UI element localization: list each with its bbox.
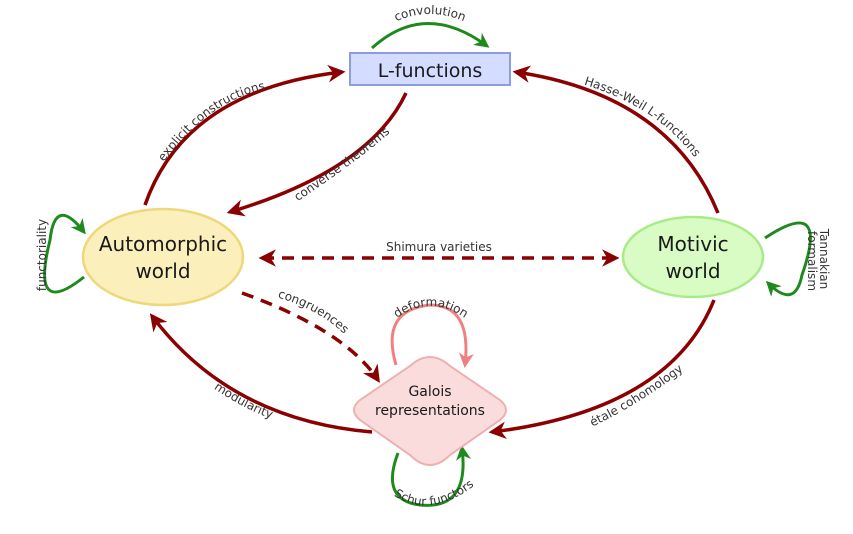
label-modularity: modularity: [212, 379, 275, 421]
node-automorphic-line2: world: [135, 259, 190, 283]
edge-modularity: [149, 313, 373, 434]
label-converse-theorems-text: converse theorems: [291, 124, 392, 204]
edge-etale-cohomology: [488, 299, 716, 439]
label-functoriality: functoriality: [35, 219, 49, 291]
label-schur-functors-text: Schur functors: [392, 477, 476, 509]
node-l-functions: L-functions: [349, 52, 511, 86]
edge-functoriality: [43, 213, 86, 294]
edge-explicit-constructions: [143, 64, 346, 206]
edge-congruences: [241, 291, 380, 383]
label-shimura-varieties: Shimura varieties: [386, 240, 492, 254]
label-modularity-text: modularity: [212, 379, 275, 421]
edge-schur-functors: [390, 445, 471, 507]
label-tannakian-text: Tannakian: [817, 228, 831, 290]
edge-hasse-weil: [512, 65, 720, 214]
node-galois-representations: Galois representations: [353, 355, 507, 467]
label-etale-cohomology-text: étale cohomology: [588, 361, 686, 429]
label-explicit-constructions-text: explicit constructions: [155, 79, 266, 164]
label-tannakian: Tannakian: [817, 228, 831, 290]
node-galois-line1: Galois: [408, 384, 451, 400]
edge-deformation: [390, 303, 474, 368]
node-motivic-world: Motivic world: [621, 215, 765, 299]
label-deformation-text: deformation: [391, 295, 471, 321]
node-automorphic-world: Automorphic world: [81, 207, 245, 307]
label-explicit-constructions: explicit constructions: [155, 79, 266, 164]
label-convolution: convolution: [392, 3, 468, 24]
node-automorphic-line1: Automorphic: [99, 232, 227, 256]
label-formalism: formalism: [805, 231, 819, 291]
node-motivic-line1: Motivic: [657, 232, 728, 256]
label-formalism-text: formalism: [805, 231, 819, 291]
node-l-functions-label: L-functions: [378, 60, 483, 82]
node-motivic-line2: world: [665, 259, 720, 283]
label-deformation: deformation: [391, 295, 471, 321]
label-schur-functors: Schur functors: [392, 477, 476, 509]
edge-convolution: [370, 22, 490, 50]
label-convolution-text: convolution: [392, 3, 468, 24]
label-converse-theorems: converse theorems: [291, 124, 392, 204]
label-etale-cohomology: étale cohomology: [588, 361, 686, 429]
edge-converse-theorems: [226, 92, 408, 217]
node-galois-line2: representations: [375, 403, 485, 419]
label-functoriality-text: functoriality: [35, 219, 49, 291]
edge-tannakian: [764, 221, 812, 297]
